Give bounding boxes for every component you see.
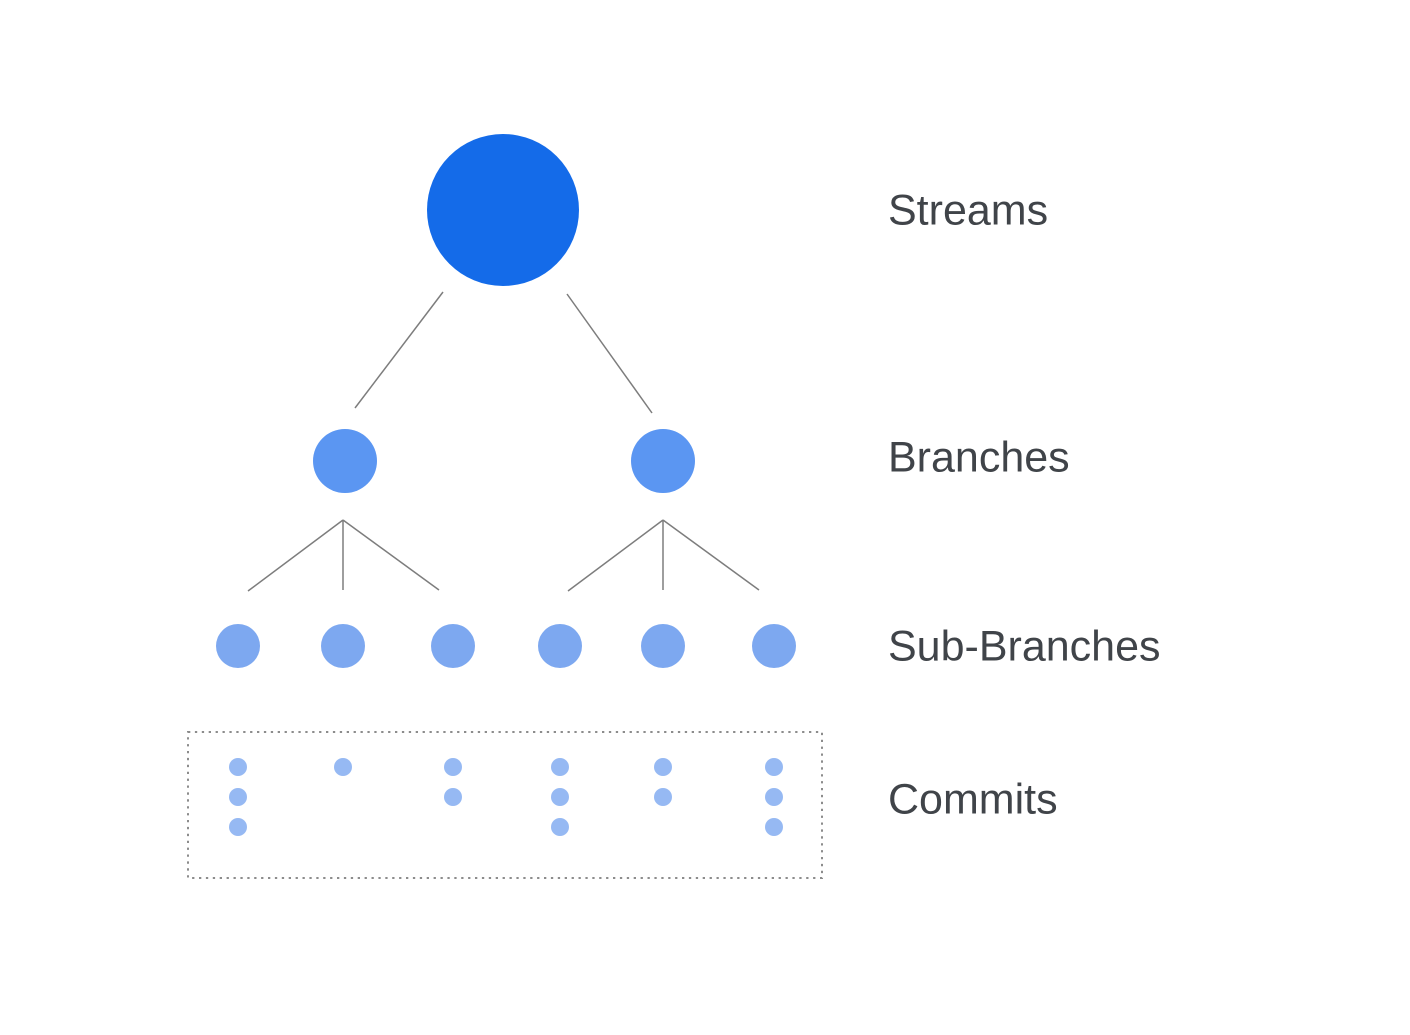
sub-branch-node — [431, 624, 475, 668]
commit-dot — [765, 818, 783, 836]
commit-dot — [229, 758, 247, 776]
connector-line — [354, 291, 444, 409]
label-commits: Commits — [888, 775, 1058, 824]
commit-dot — [551, 818, 569, 836]
connector-line — [567, 519, 664, 592]
commit-dot — [765, 758, 783, 776]
commit-dot — [551, 758, 569, 776]
branch-node — [313, 429, 377, 493]
label-branches: Branches — [888, 433, 1070, 482]
connector-line — [247, 519, 344, 592]
commit-dot — [551, 788, 569, 806]
commit-dot — [229, 818, 247, 836]
commit-dot — [765, 788, 783, 806]
connector-line — [662, 519, 760, 591]
commit-dot — [654, 788, 672, 806]
sub-branch-node — [752, 624, 796, 668]
label-sub-branches: Sub-Branches — [888, 622, 1161, 671]
sub-branch-node — [641, 624, 685, 668]
commits-box — [187, 731, 823, 879]
commit-dot — [444, 758, 462, 776]
commit-dot — [444, 788, 462, 806]
branch-node — [631, 429, 695, 493]
commit-dot — [229, 788, 247, 806]
connector-line — [566, 293, 653, 414]
stream-node — [427, 134, 579, 286]
label-streams: Streams — [888, 186, 1049, 235]
sub-branch-node — [216, 624, 260, 668]
connector-line — [342, 519, 440, 591]
commit-dot — [654, 758, 672, 776]
sub-branch-node — [538, 624, 582, 668]
sub-branch-node — [321, 624, 365, 668]
commit-dot — [334, 758, 352, 776]
